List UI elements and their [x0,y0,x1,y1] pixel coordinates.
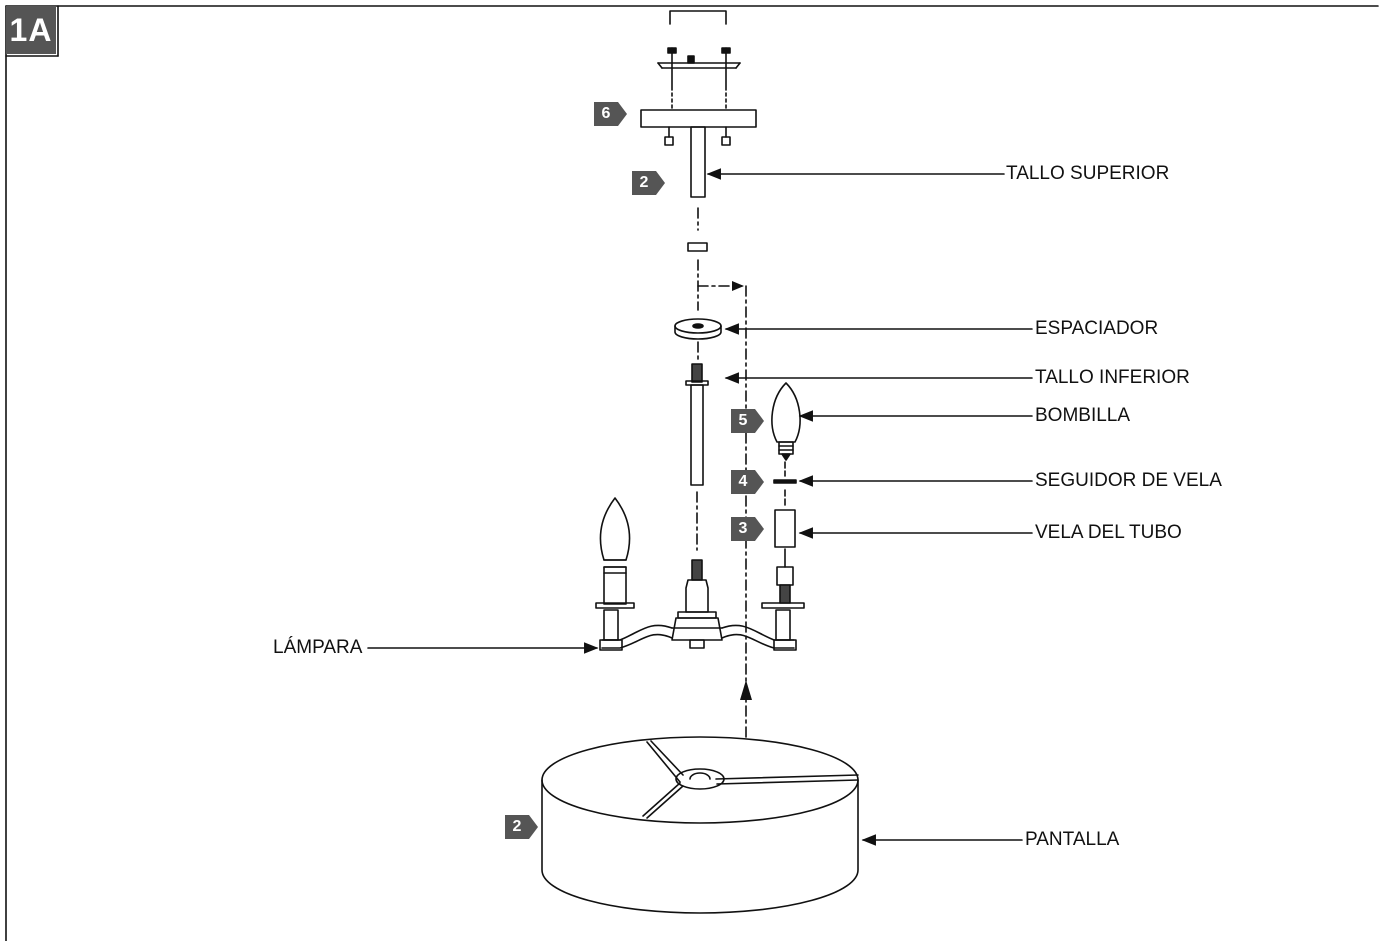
step-badge-shade: 2 [505,815,539,839]
left-candle-bulb [599,497,631,605]
label-bombilla: BOMBILLA [1035,405,1131,426]
step-badge-canopy: 6 [594,102,628,126]
wire-path [697,281,752,741]
step-number: 3 [731,517,755,541]
figure-frame [5,5,1379,941]
label-tallo-superior: TALLO SUPERIOR [1006,163,1170,184]
step-badge-candle-follower: 4 [731,470,765,494]
chandelier-body [595,559,805,651]
step-badge-upper-stem: 2 [632,171,666,195]
ceiling-bracket [669,10,727,25]
step-number: 4 [731,470,755,494]
candle-follower [773,479,797,484]
label-tallo-inferior: TALLO INFERIOR [1035,367,1190,388]
step-number: 2 [632,171,656,195]
label-vela-del-tubo: VELA DEL TUBO [1035,522,1182,543]
step-badge-candle-tube: 3 [731,517,765,541]
step-number: 6 [594,102,618,126]
mounting-plate [657,47,741,109]
leader-lines [367,168,1033,846]
spacer [674,318,722,340]
step-badge-bulb: 5 [731,409,765,433]
lower-stem [685,363,709,486]
figure-tag: 1A [6,6,56,54]
coupler [687,242,708,252]
candle-tube [774,509,796,548]
shade [541,736,859,914]
label-seguidor-de-vela: SEGUIDOR DE VELA [1035,470,1222,491]
label-lampara: LÁMPARA [273,637,363,658]
bulb [771,382,801,461]
step-number: 5 [731,409,755,433]
label-pantalla: PANTALLA [1025,829,1120,850]
label-espaciador: ESPACIADOR [1035,318,1159,339]
upper-stem [690,126,706,231]
step-number: 2 [505,815,529,839]
right-socket [776,548,794,604]
